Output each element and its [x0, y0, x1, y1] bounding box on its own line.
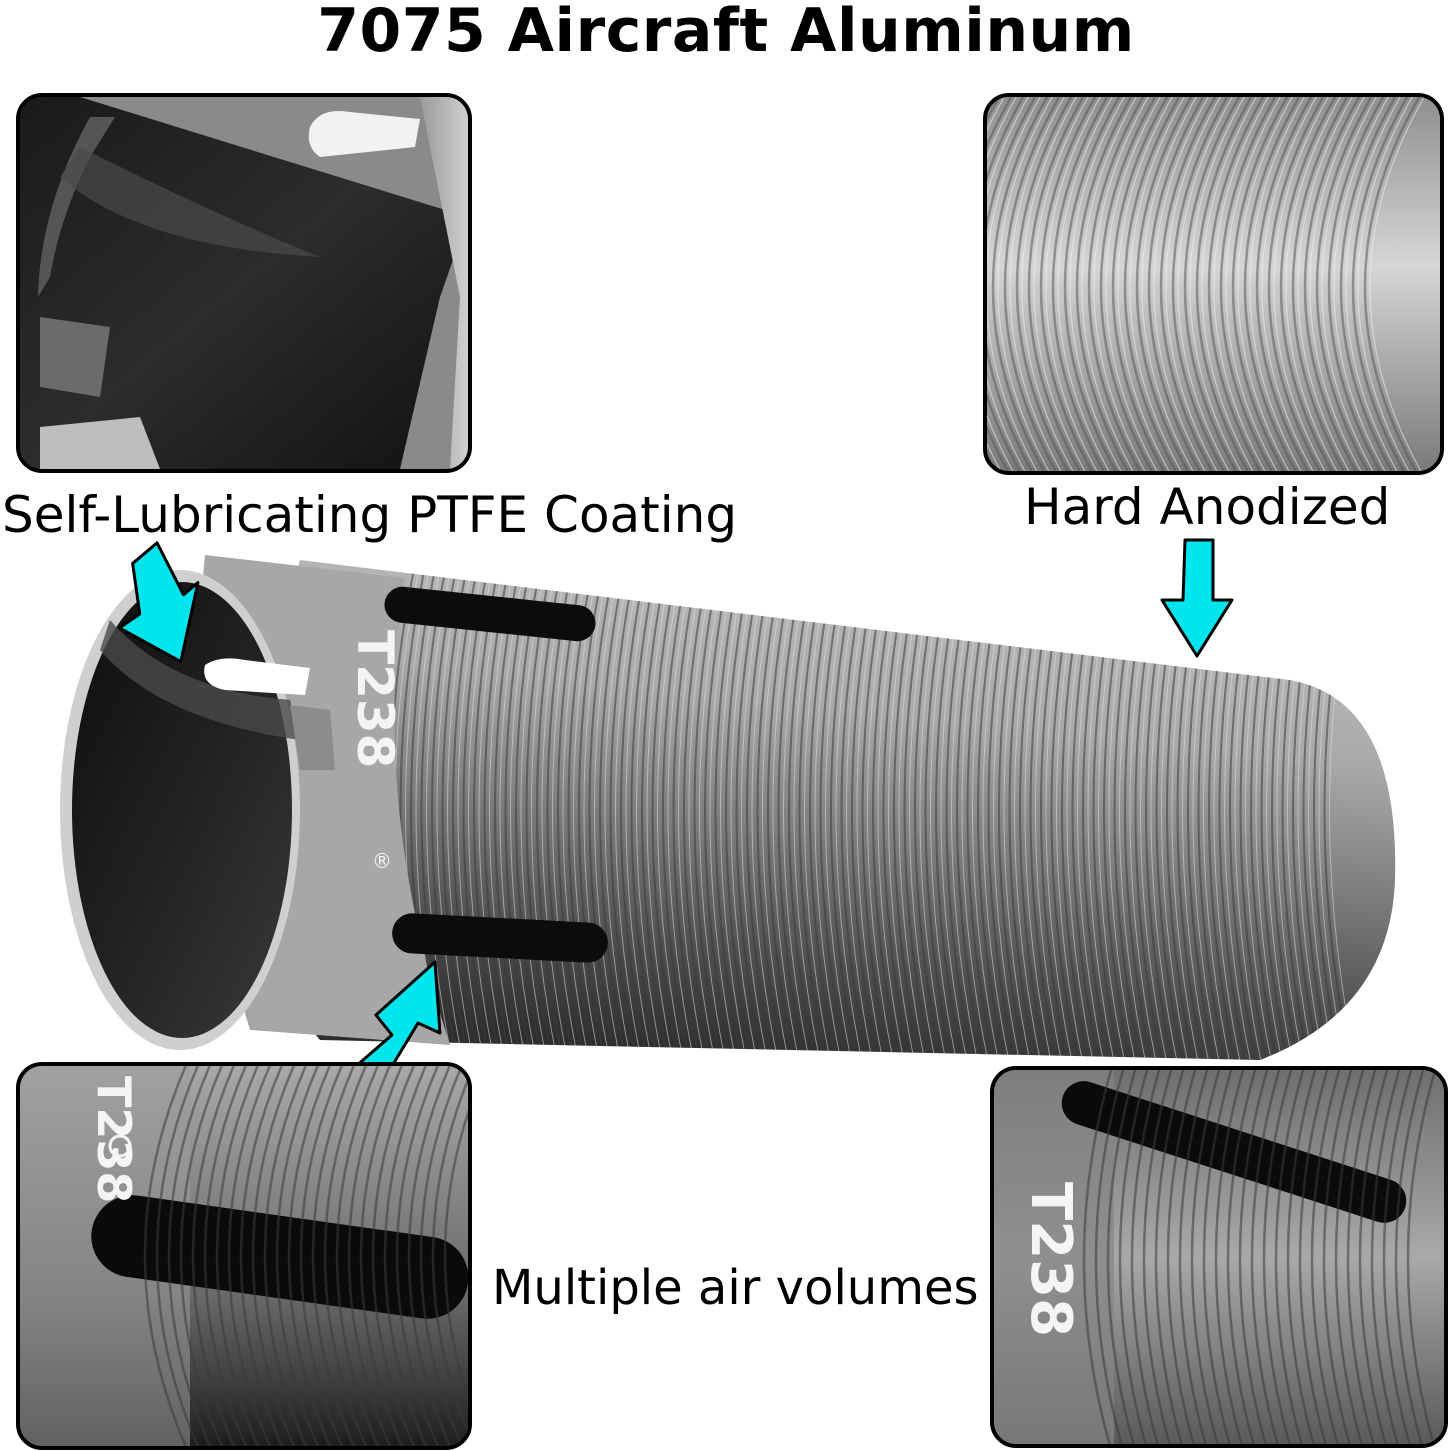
- hard-anodized-label: Hard Anodized: [1024, 478, 1391, 536]
- detail-panel-brand-closeup: T238: [990, 1066, 1448, 1448]
- registered-mark: ®: [372, 849, 392, 873]
- detail-panel-slot-closeup: T238: [16, 1062, 472, 1450]
- brand-closeup-image: T238: [994, 1070, 1444, 1444]
- groove-texture-image: [987, 97, 1440, 471]
- anodized-arrow-icon: [1160, 538, 1234, 658]
- brand-mark-closeup-right: T238: [1018, 1182, 1083, 1337]
- detail-panel-hard-anodized: [983, 93, 1444, 475]
- page-title: 7075 Aircraft Aluminum: [317, 0, 1135, 66]
- air-slot-top: [384, 586, 596, 642]
- air-slot-bottom: [392, 913, 608, 963]
- registered-icon: [108, 1134, 132, 1158]
- ptfe-coating-label: Self-Lubricating PTFE Coating: [2, 486, 738, 544]
- ptfe-arrow-icon: [117, 541, 200, 664]
- inner-bore-image: [20, 97, 468, 469]
- brand-mark: T238: [346, 630, 404, 768]
- slot-closeup-image: T238: [20, 1066, 468, 1446]
- air-volumes-label: Multiple air volumes: [492, 1260, 979, 1316]
- detail-panel-inner-bore: [16, 93, 472, 473]
- inner-slot-highlight: [204, 658, 310, 695]
